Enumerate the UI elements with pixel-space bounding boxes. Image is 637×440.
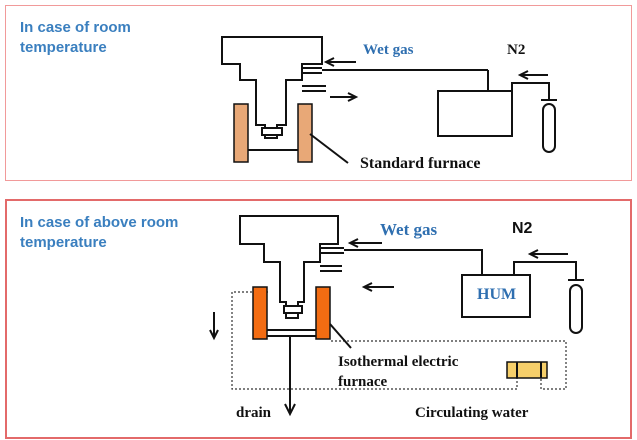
n2-cylinder: [569, 284, 583, 334]
room-temperature-caption: In case of room temperature: [20, 19, 131, 56]
isothermal-furnace-left: [252, 286, 268, 340]
isothermal-furnace-label: Isothermal electric furnace: [338, 354, 459, 390]
hum-box: [461, 274, 531, 318]
furnace-base: [267, 329, 316, 337]
above-room-temperature-caption: In case of above room temperature: [20, 214, 179, 251]
furnace-leader-line: [329, 323, 352, 349]
isothermal-furnace-right: [315, 286, 331, 340]
standard-furnace-label: Standard furnace: [360, 155, 481, 172]
drain-label: drain: [236, 405, 272, 421]
circulating-water-loop: [231, 291, 567, 390]
gas-outlet-port: [302, 85, 326, 92]
n2-line: [511, 82, 550, 100]
exhaust-arrow: [330, 92, 359, 102]
flow-down-arrow: [209, 312, 219, 341]
n2-label-top: N2: [507, 42, 526, 58]
wet-gas-arrow: [347, 238, 382, 248]
n2-arrow: [527, 249, 568, 259]
gas-outlet-port: [320, 265, 342, 272]
standard-furnace-left: [233, 103, 249, 163]
sample-cell: [239, 215, 339, 319]
sample-stage: [283, 305, 303, 314]
n2-cylinder: [542, 103, 556, 153]
drain-line: [284, 336, 296, 417]
room-temperature-panel: [5, 5, 632, 181]
n2-label-bottom: N2: [512, 220, 533, 237]
sample-cell: [221, 36, 323, 139]
gas-inlet-port: [320, 247, 344, 254]
gas-inlet-port: [302, 67, 322, 74]
humidifier-box: [437, 90, 513, 137]
return-arrow: [361, 282, 394, 292]
standard-furnace-right: [297, 103, 313, 163]
hum-label: HUM: [477, 286, 517, 303]
wet-gas-arrow: [323, 57, 356, 67]
circulating-water-label: Circulating water: [415, 405, 529, 421]
furnace-leader-line: [309, 133, 349, 164]
sample-stage: [261, 127, 283, 136]
water-bath-pipes: [516, 362, 542, 378]
wet-gas-line: [344, 249, 483, 275]
n2-arrow: [517, 70, 548, 80]
n2-line: [513, 261, 577, 280]
wet-gas-label-top: Wet gas: [363, 42, 414, 58]
wet-gas-label-bottom: Wet gas: [380, 220, 438, 239]
